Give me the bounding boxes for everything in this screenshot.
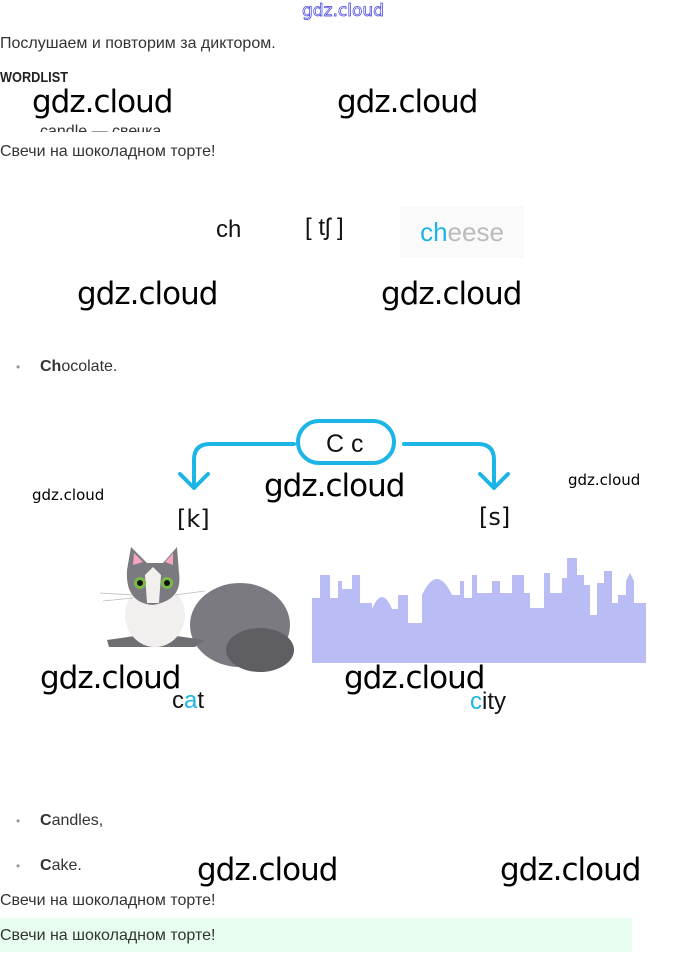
phonics-letters: ch	[216, 216, 242, 243]
word-rest: eese	[447, 217, 504, 247]
footer-sentence: Свечи на шоколадном торте!	[0, 892, 216, 909]
watermark: gdz.cloud	[381, 276, 522, 312]
left-sound: [k]	[177, 505, 210, 533]
city-skyline-illustration	[312, 558, 646, 663]
watermark: gdz.cloud	[344, 660, 485, 696]
watermark: gdz.cloud	[568, 471, 641, 489]
list-item: Candles,	[16, 812, 103, 830]
list-item: Chocolate.	[16, 358, 117, 376]
intro-text: Послушаем и повторим за диктором.	[0, 35, 276, 52]
watermark: gdz.cloud	[77, 276, 218, 312]
word-highlight: ch	[420, 217, 448, 247]
wordlist-heading: WORDLIST	[0, 69, 68, 86]
phonics-sound: [ tʃ ]	[305, 214, 344, 241]
right-word-city: city	[470, 688, 506, 715]
list-item: Cake.	[16, 857, 82, 875]
watermark: gdz.cloud	[500, 852, 641, 888]
cc-diagram-arrows	[178, 419, 510, 490]
wordlist-partial-row: candle — свечка	[40, 123, 162, 132]
sentence-text: Свечи на шоколадном торте!	[0, 143, 216, 160]
watermark: gdz.cloud	[264, 468, 405, 504]
right-sound: [s]	[479, 503, 511, 531]
phonics-word-card[interactable]: cheese	[400, 206, 524, 258]
watermark: gdz.cloud	[337, 84, 478, 120]
watermark: gdz.cloud	[32, 84, 173, 120]
watermark: gdz.cloud	[197, 852, 338, 888]
watermark: gdz.cloud	[40, 660, 181, 696]
header-watermark: gdz.cloud	[302, 1, 385, 22]
cat-illustration	[99, 547, 294, 672]
watermark: gdz.cloud	[32, 486, 105, 504]
left-word-cat: cat	[172, 687, 205, 714]
letter-cc: C c	[326, 430, 364, 458]
highlighted-sentence: Свечи на шоколадном торте!	[0, 918, 632, 952]
